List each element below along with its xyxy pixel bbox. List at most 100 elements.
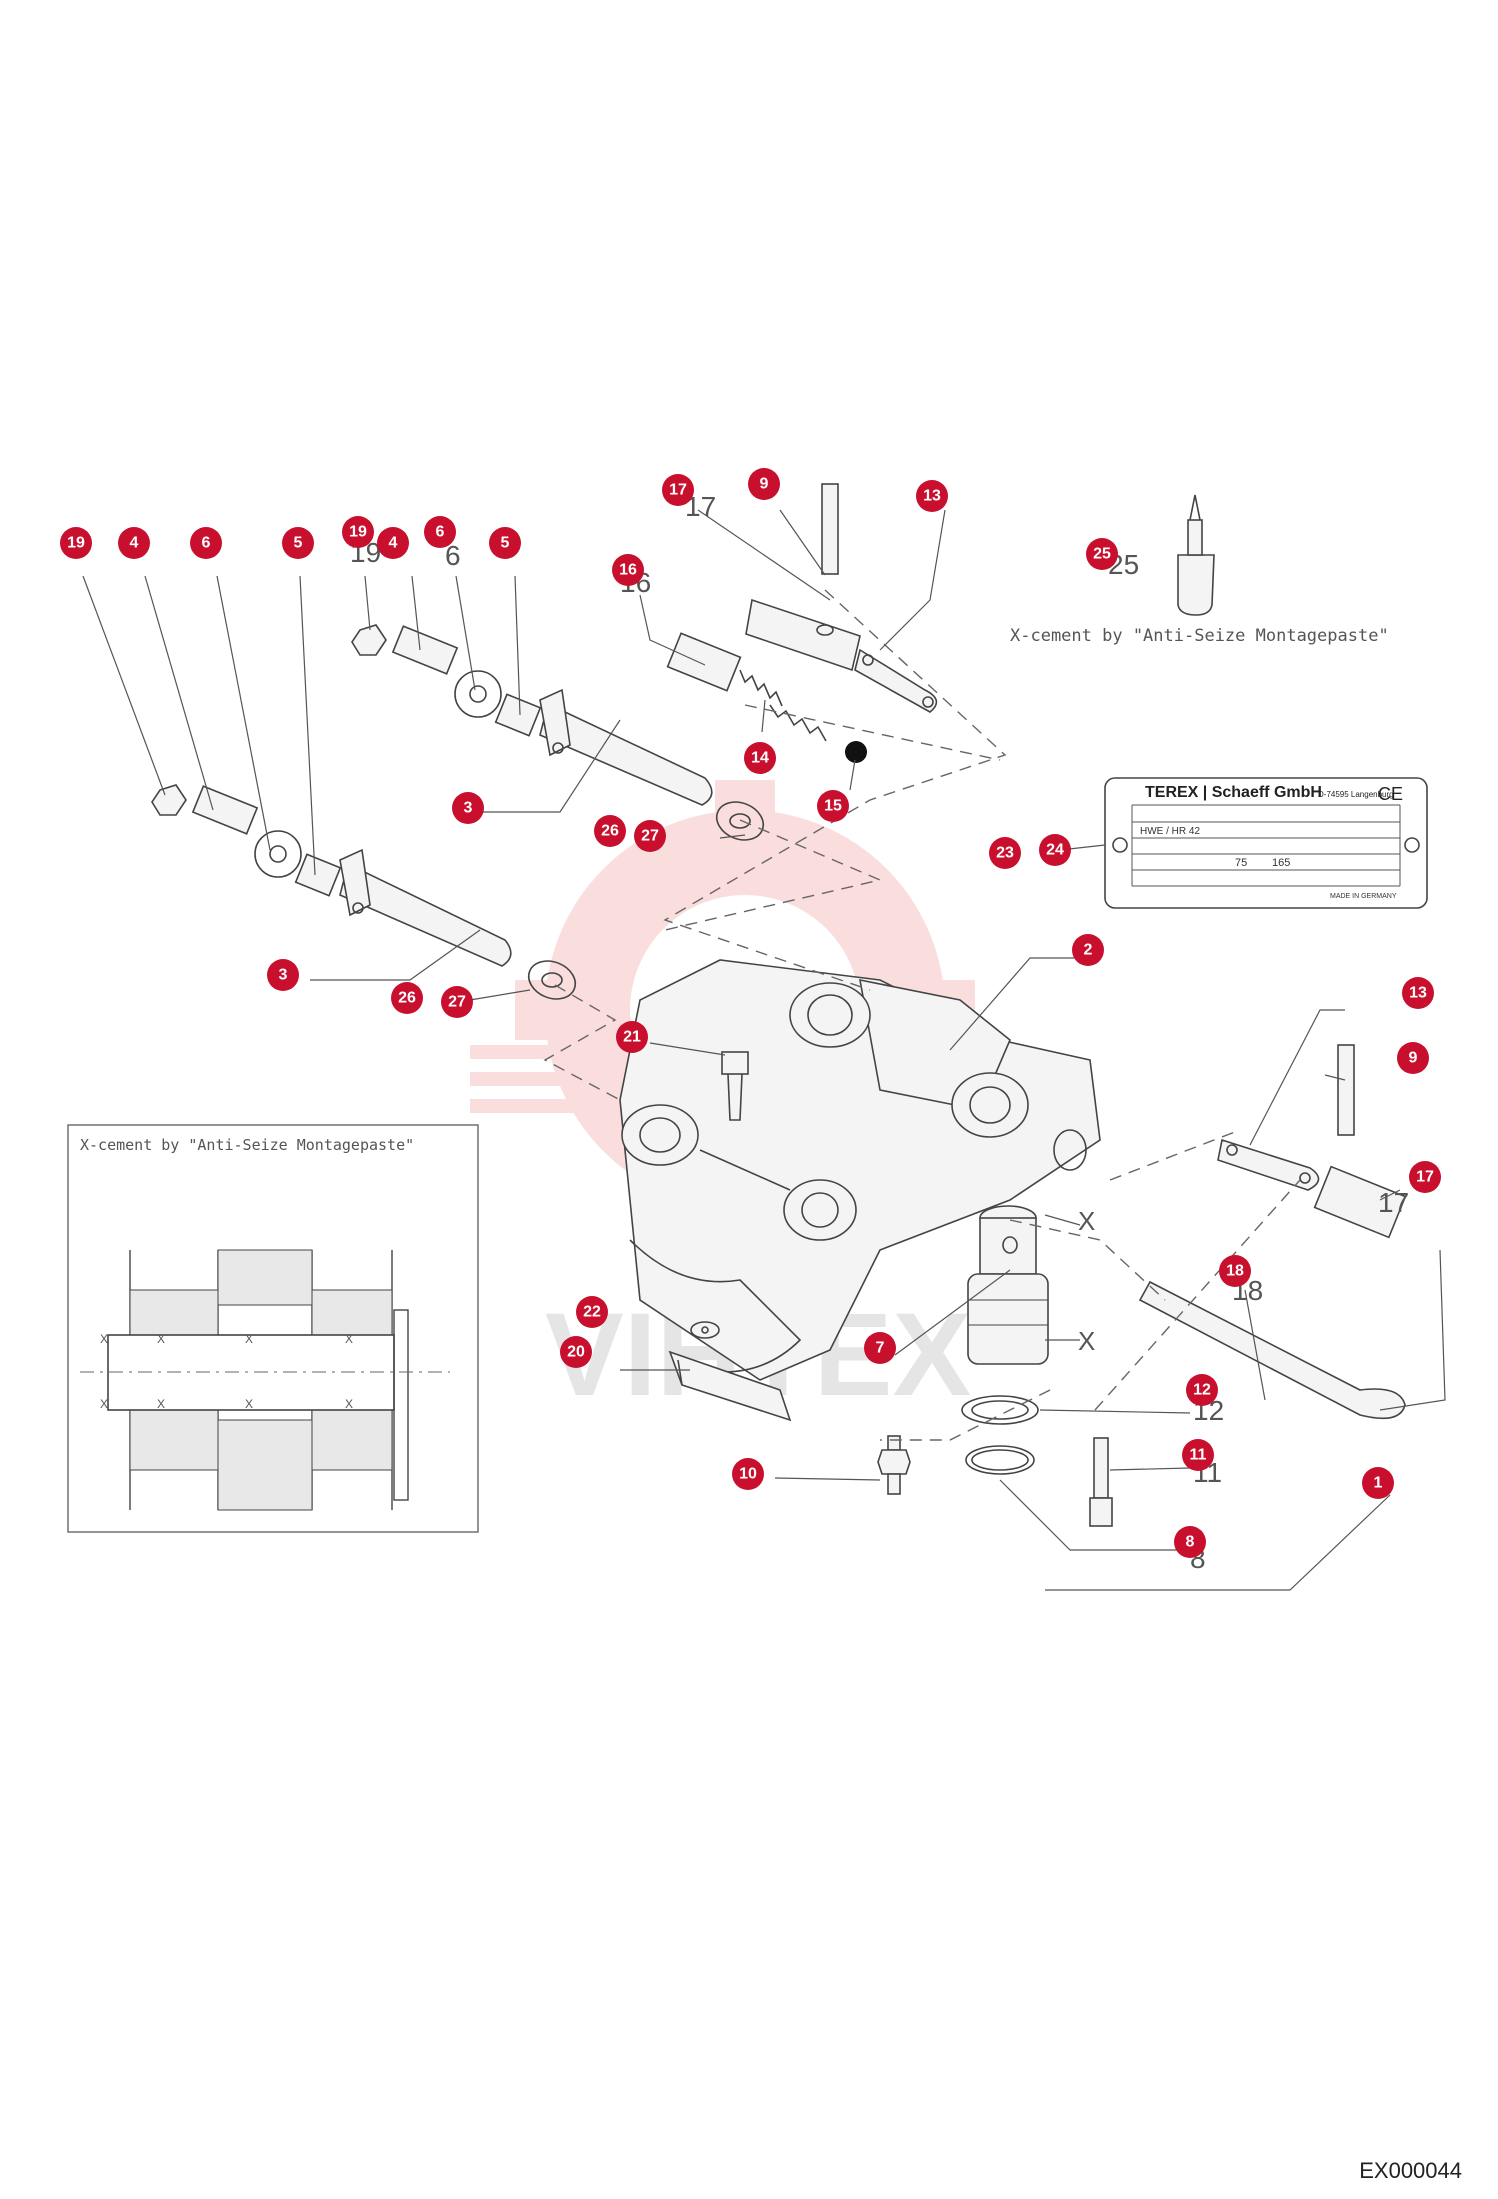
svg-text:17: 17 <box>1378 1187 1409 1218</box>
callout-label: 1 <box>1374 1475 1383 1492</box>
callout-part-26[interactable]: 26 <box>391 982 423 1014</box>
callout-part-20[interactable]: 20 <box>560 1336 592 1368</box>
callout-part-4[interactable]: 4 <box>377 527 409 559</box>
callout-part-16[interactable]: 16 <box>612 554 644 586</box>
nameplate-capacity: 165 <box>1272 857 1290 869</box>
callout-part-26[interactable]: 26 <box>594 815 626 847</box>
callout-part-1[interactable]: 1 <box>1362 1467 1394 1499</box>
callout-label: 5 <box>501 535 510 552</box>
callout-label: 27 <box>448 994 466 1011</box>
callout-part-13[interactable]: 13 <box>916 480 948 512</box>
callout-circle <box>1402 977 1434 1009</box>
callout-part-19[interactable]: 19 <box>60 527 92 559</box>
lower-pin-assembly <box>151 784 577 1000</box>
callout-part-10[interactable]: 10 <box>732 1458 764 1490</box>
callout-label: 19 <box>349 524 367 541</box>
callout-label: 5 <box>294 535 303 552</box>
callout-circle <box>634 820 666 852</box>
callout-label: 4 <box>389 535 398 552</box>
callout-circle <box>1039 834 1071 866</box>
callout-part-24[interactable]: 24 <box>1039 834 1071 866</box>
x-mark: X <box>100 1332 108 1346</box>
callout-label: 2 <box>1084 942 1093 959</box>
callout-part-2[interactable]: 2 <box>1072 934 1104 966</box>
callout-label: 13 <box>1409 985 1427 1002</box>
callout-part-14[interactable]: 14 <box>744 742 776 774</box>
callout-part-12[interactable]: 12 <box>1186 1374 1218 1406</box>
ghost-labels: 17 16 25 19 6 17 18 12 11 8 <box>350 491 1409 1574</box>
callout-circle <box>342 516 374 548</box>
callout-circle <box>267 959 299 991</box>
callout-circle <box>916 480 948 512</box>
callout-circle <box>391 982 423 1014</box>
callout-circle <box>1086 538 1118 570</box>
callout-part-27[interactable]: 27 <box>634 820 666 852</box>
callout-label: 8 <box>1186 1534 1195 1551</box>
callout-circle <box>452 792 484 824</box>
callout-label: 9 <box>760 476 769 493</box>
seals-and-fittings <box>877 1395 1113 1527</box>
callout-part-6[interactable]: 6 <box>424 516 456 548</box>
x-mark: X <box>245 1332 253 1346</box>
document-code: EX000044 <box>1359 2158 1462 2183</box>
callout-label: 13 <box>923 488 941 505</box>
callout-label: 10 <box>739 1466 757 1483</box>
callout-circle <box>1409 1161 1441 1193</box>
callout-label: 6 <box>436 524 445 541</box>
callout-part-7[interactable]: 7 <box>864 1332 896 1364</box>
anti-seize-note-top: X-cement by "Anti-Seize Montagepaste" <box>1010 626 1389 646</box>
callout-part-25[interactable]: 25 <box>1086 538 1118 570</box>
callout-part-17[interactable]: 17 <box>1409 1161 1441 1193</box>
callout-part-21[interactable]: 21 <box>616 1021 648 1053</box>
x-mark: X <box>245 1397 253 1411</box>
callout-label: 19 <box>67 535 85 552</box>
callout-part-18[interactable]: 18 <box>1219 1255 1251 1287</box>
svg-text:6: 6 <box>445 540 461 571</box>
callout-part-22[interactable]: 22 <box>576 1296 608 1328</box>
callout-circle <box>576 1296 608 1328</box>
callout-part-3[interactable]: 3 <box>267 959 299 991</box>
callout-circle <box>1182 1439 1214 1471</box>
callout-label: 20 <box>567 1344 585 1361</box>
nameplate-weight: 75 <box>1235 857 1247 869</box>
wear-block <box>668 1321 792 1422</box>
bolt <box>721 1051 749 1121</box>
callout-part-27[interactable]: 27 <box>441 986 473 1018</box>
callout-circle <box>1397 1042 1429 1074</box>
callout-part-23[interactable]: 23 <box>989 837 1021 869</box>
callout-circle <box>864 1332 896 1364</box>
anti-seize-note-detail: X-cement by "Anti-Seize Montagepaste" <box>80 1136 414 1154</box>
callout-circle <box>190 527 222 559</box>
callout-label: 4 <box>130 535 139 552</box>
callout-label: 22 <box>583 1304 601 1321</box>
x-mark: X <box>157 1332 165 1346</box>
callout-label: 26 <box>601 823 619 840</box>
callout-part-9[interactable]: 9 <box>1397 1042 1429 1074</box>
callout-circle <box>817 790 849 822</box>
callout-circle <box>612 554 644 586</box>
upper-pin-assembly <box>351 624 765 841</box>
callout-label: 26 <box>398 990 416 1007</box>
callout-circle <box>748 468 780 500</box>
callout-part-13[interactable]: 13 <box>1402 977 1434 1009</box>
callout-part-8[interactable]: 8 <box>1174 1526 1206 1558</box>
callout-circle <box>282 527 314 559</box>
callout-part-5[interactable]: 5 <box>489 527 521 559</box>
leader-lines <box>82 509 1446 1591</box>
callout-part-11[interactable]: 11 <box>1182 1439 1214 1471</box>
nameplate-brand: TEREX | Schaeff GmbH <box>1145 784 1322 801</box>
callout-part-6[interactable]: 6 <box>190 527 222 559</box>
callout-part-5[interactable]: 5 <box>282 527 314 559</box>
callout-circle <box>1362 1467 1394 1499</box>
callout-part-19[interactable]: 19 <box>342 516 374 548</box>
callout-part-9[interactable]: 9 <box>748 468 780 500</box>
callout-label: 12 <box>1193 1382 1211 1399</box>
callout-label: 27 <box>641 828 659 845</box>
callout-part-4[interactable]: 4 <box>118 527 150 559</box>
callout-circle <box>616 1021 648 1053</box>
callout-part-15[interactable]: 15 <box>817 790 849 822</box>
callout-part-17[interactable]: 17 <box>662 474 694 506</box>
callout-part-3[interactable]: 3 <box>452 792 484 824</box>
